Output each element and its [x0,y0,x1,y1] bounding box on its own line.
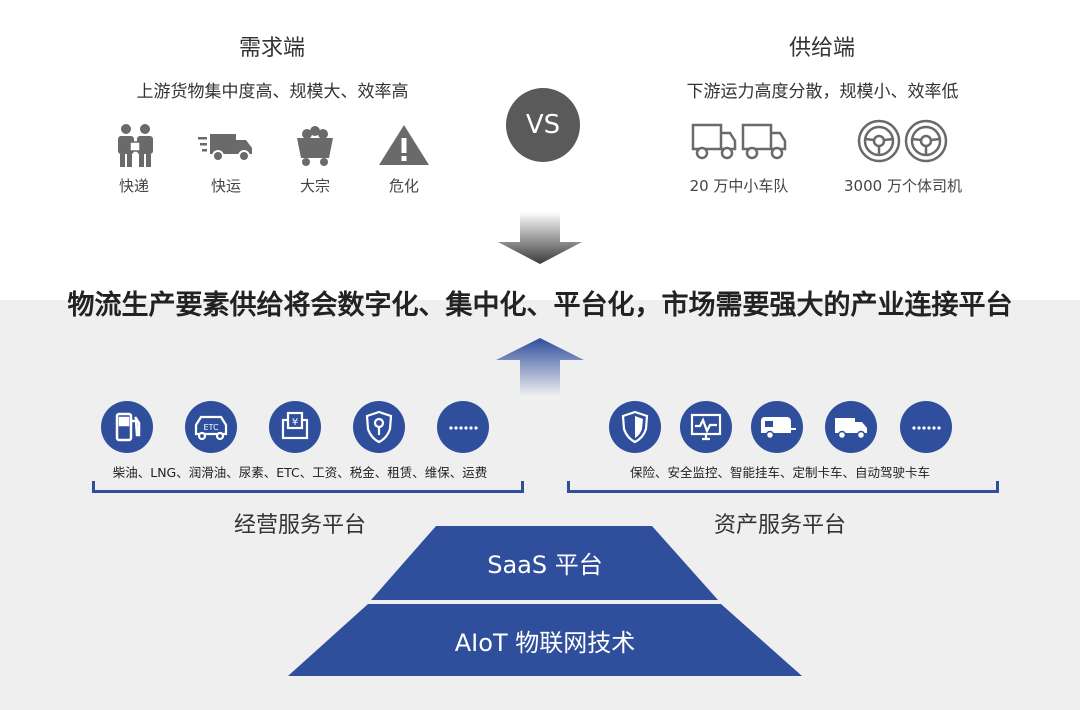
supply-title: 供给端 [788,36,855,61]
demand-title: 需求端 [238,36,305,61]
truck-icon [825,401,877,453]
pyramid [285,526,805,676]
supply-item-label: 3000 万个体司机 [844,177,962,195]
assets-bracket [567,481,999,493]
mine-cart-icon [285,122,345,168]
more-icon [437,401,489,453]
supply-subtitle: 下游运力高度分散，规模小、效率低 [686,82,959,102]
warning-icon [374,122,434,168]
courier-icon [104,122,164,168]
fast-truck-icon [196,122,256,168]
supply-item-label: 20 万中小车队 [689,177,789,195]
demand-item-label: 大宗 [299,177,330,195]
operations-platform-label: 经营服务平台 [233,513,366,538]
steering-wheel-icon [855,118,950,164]
trucks-icon [690,120,790,162]
demand-item-label: 快递 [118,177,149,195]
down-arrow-icon [490,212,590,264]
assets-platform-label: 资产服务平台 [713,513,846,538]
aiot-tech-label: AIoT 物联网技术 [454,629,636,657]
headline: 物流生产要素供给将会数字化、集中化、平台化，市场需要强大的产业连接平台 [67,290,1013,321]
up-arrow-icon [492,338,588,396]
saas-platform-label: SaaS 平台 [487,551,603,579]
svg-text:¥: ¥ [292,417,298,428]
operations-bracket [92,481,524,493]
demand-item-label: 快运 [210,177,241,195]
fuel-pump-icon [101,401,153,453]
more-icon [900,401,952,453]
vs-badge: VS [506,88,580,162]
etc-car-icon: ETC [185,401,237,453]
monitor-icon [680,401,732,453]
assets-services: 保险、安全监控、智能挂车、定制卡车、自动驾驶卡车 [629,465,930,480]
operations-services: 柴油、LNG、润滑油、尿素、ETC、工资、税金、租赁、维保、运费 [112,465,488,480]
trailer-icon [751,401,803,453]
svg-text:ETC: ETC [203,423,218,432]
insurance-shield-icon [609,401,661,453]
shield-wrench-icon [353,401,405,453]
payment-icon: ¥ [269,401,321,453]
demand-item-label: 危化 [388,177,419,195]
demand-subtitle: 上游货物集中度高、规模大、效率高 [136,82,409,102]
